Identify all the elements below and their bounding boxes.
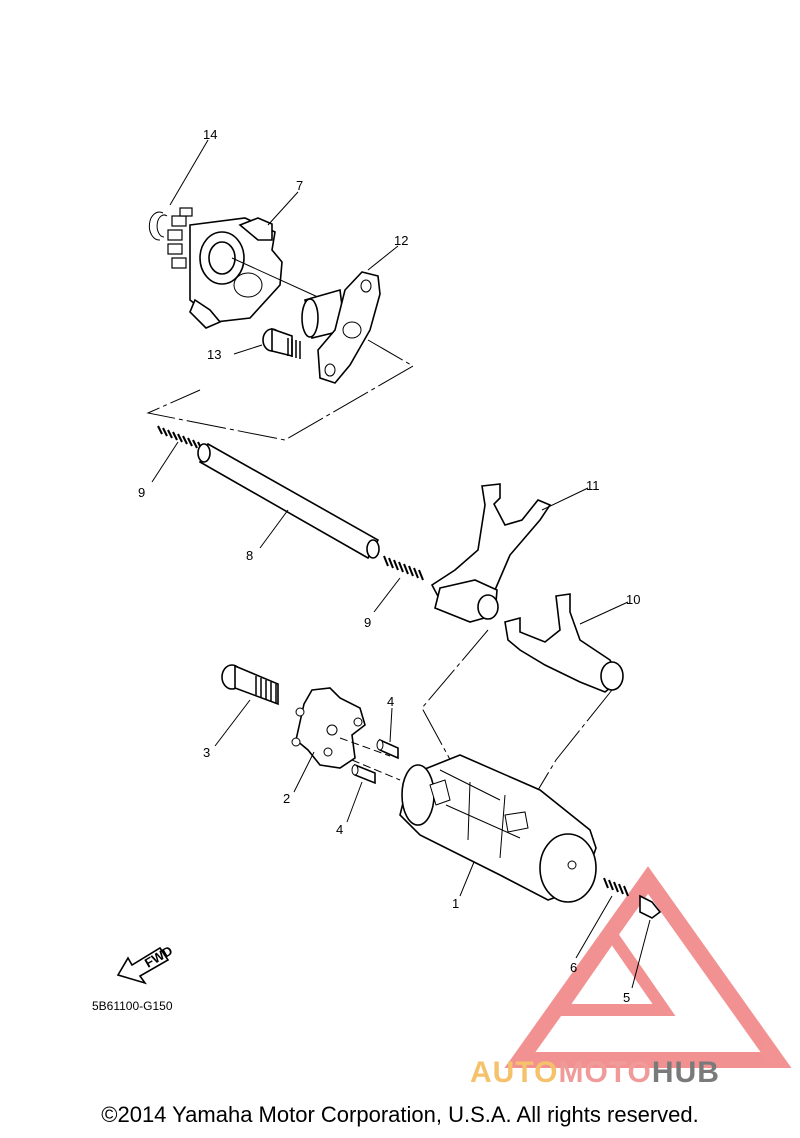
callout-4-lower: 4 (336, 822, 343, 837)
callout-9-lower: 9 (364, 615, 371, 630)
callout-2: 2 (283, 791, 290, 806)
diagram-code: 5B61100-G150 (92, 999, 173, 1013)
spring-part-6 (603, 877, 629, 897)
callout-14: 14 (203, 127, 217, 142)
callout-3: 3 (203, 745, 210, 760)
pin-part-5 (639, 894, 662, 919)
callout-9-upper: 9 (138, 485, 145, 500)
leader-lines (151, 139, 651, 989)
shift-fork-part-11 (430, 483, 552, 623)
spring-part-9-lower (383, 555, 424, 581)
segment-part-2 (291, 687, 366, 769)
callout-numbers: 14 7 12 13 9 8 9 11 10 4 3 2 4 1 6 5 (138, 127, 640, 1005)
watermark-text-hub: HUB (651, 1056, 720, 1089)
watermark-triangle-logo (504, 866, 792, 1068)
pin-part-4-lower (351, 763, 376, 785)
callout-13: 13 (207, 347, 221, 362)
screw-part-3 (221, 664, 279, 706)
shift-fork-part-10 (504, 593, 624, 693)
shift-lever-part-7 (167, 207, 321, 329)
callout-11: 11 (586, 478, 600, 493)
callout-12: 12 (394, 233, 408, 248)
fwd-arrow-icon: FWD (116, 943, 175, 985)
shift-drum-part-1 (399, 754, 597, 903)
pin-part-4-upper (376, 738, 399, 760)
shift-arm-part-12 (301, 271, 381, 384)
fwd-label: FWD (142, 943, 175, 971)
watermark-text-moto: MOTO (558, 1056, 652, 1089)
callout-1: 1 (452, 896, 459, 911)
circlip-part-14 (148, 211, 168, 241)
callout-4-upper: 4 (387, 694, 394, 709)
copyright-notice: ©2014 Yamaha Motor Corporation, U.S.A. A… (101, 1102, 699, 1127)
watermark-text-auto: AUTO (470, 1056, 559, 1089)
callout-8: 8 (246, 548, 253, 563)
bolt-part-13 (262, 327, 301, 359)
callout-7: 7 (296, 178, 303, 193)
callout-10: 10 (626, 592, 640, 607)
watermark-logo-text: AUTOMOTOHUB (470, 1056, 720, 1090)
callout-5: 5 (623, 990, 630, 1005)
callout-6: 6 (570, 960, 577, 975)
shift-shaft-part-8 (197, 442, 380, 560)
spring-part-9-upper (157, 425, 203, 451)
